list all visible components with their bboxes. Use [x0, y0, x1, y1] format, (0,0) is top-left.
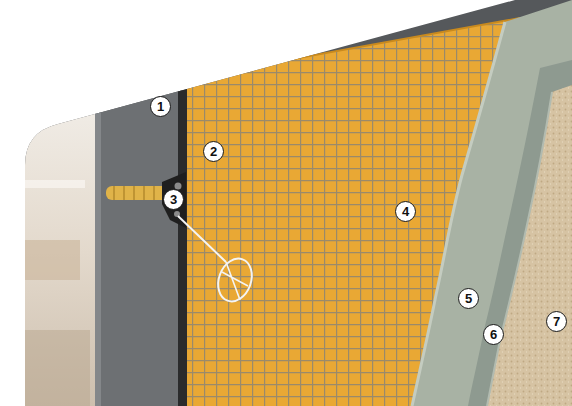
callout-number: 5	[458, 288, 479, 309]
callout-number: 1	[150, 96, 171, 117]
callout-number: 2	[203, 141, 224, 162]
callout-number: 4	[395, 201, 416, 222]
callout-number: 3	[163, 189, 184, 210]
callout-number: 7	[546, 311, 567, 332]
callout-number: 6	[483, 324, 504, 345]
